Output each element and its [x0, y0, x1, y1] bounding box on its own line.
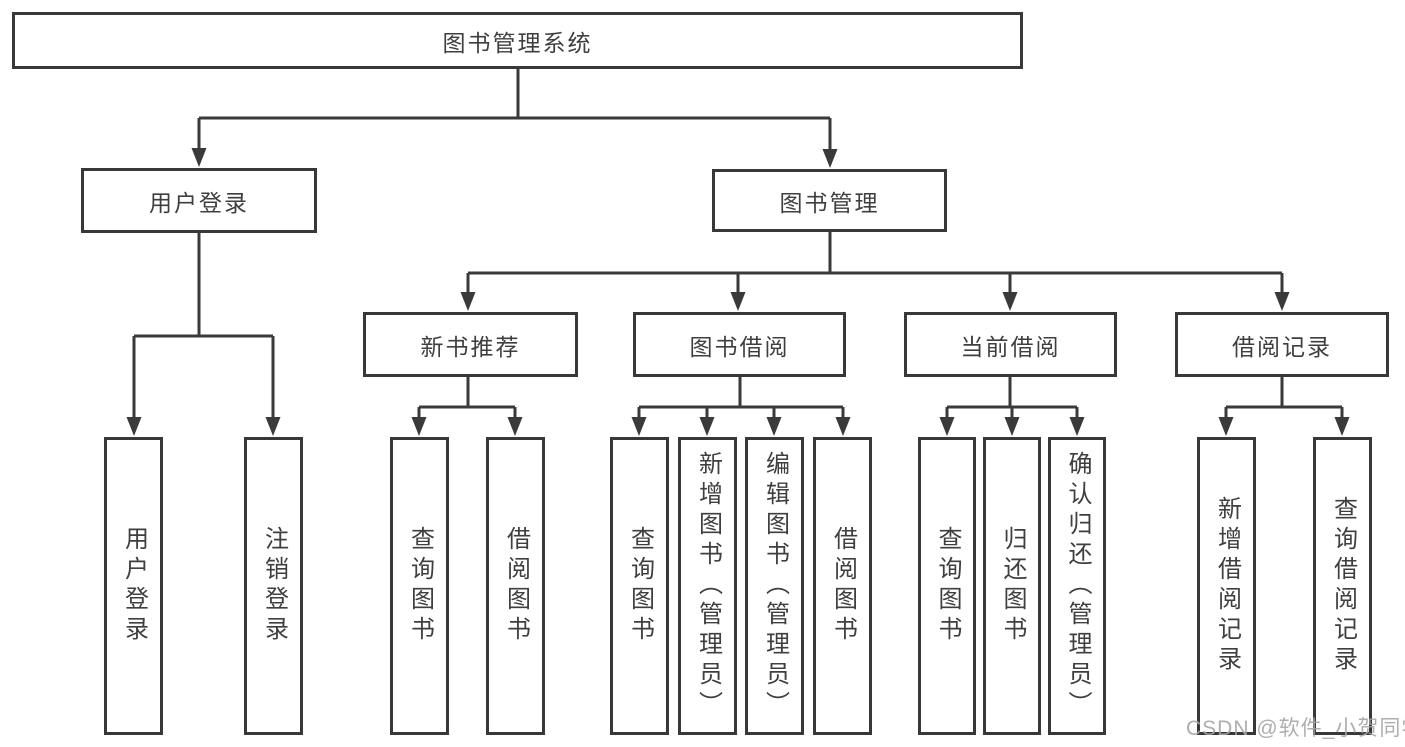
- node-book-borrowing: 图书借阅: [633, 312, 846, 377]
- leaf-label: 编辑图书（管理员）: [761, 451, 789, 721]
- leaf-borrow-books-borrowing: 借阅图书: [813, 437, 872, 735]
- leaf-label: 借阅图书: [502, 526, 530, 646]
- watermark-text: CSDN @软件_小贺同学: [1186, 717, 1405, 740]
- node-book-management: 图书管理: [712, 169, 947, 232]
- leaf-label: 查询借阅记录: [1329, 496, 1357, 676]
- leaf-return-book: 归还图书: [983, 437, 1041, 735]
- node-user-login: 用户登录: [81, 168, 317, 233]
- leaf-label: 新增借阅记录: [1213, 496, 1241, 676]
- leaf-label: 确认归还（管理员）: [1064, 451, 1091, 721]
- leaf-query-books-recommend: 查询图书: [390, 437, 449, 735]
- leaf-label: 查询图书: [626, 526, 654, 646]
- leaf-query-books-current: 查询图书: [918, 437, 976, 735]
- node-current-borrowing: 当前借阅: [904, 312, 1117, 377]
- leaf-label: 用户登录: [120, 526, 148, 646]
- leaf-label: 查询图书: [406, 526, 434, 646]
- leaf-label: 归还图书: [999, 526, 1026, 646]
- leaf-query-books-borrowing: 查询图书: [610, 437, 669, 735]
- node-new-book-recommendation: 新书推荐: [363, 312, 578, 377]
- leaf-user-login: 用户登录: [104, 437, 163, 735]
- leaf-label: 查询图书: [934, 526, 961, 646]
- leaf-add-book-admin: 新增图书（管理员）: [678, 437, 737, 735]
- leaf-borrow-books-recommend: 借阅图书: [486, 437, 545, 735]
- leaf-label: 新增图书（管理员）: [694, 451, 722, 721]
- node-borrowing-records: 借阅记录: [1175, 312, 1389, 377]
- leaf-logout: 注销登录: [244, 437, 303, 735]
- leaf-query-borrow-record: 查询借阅记录: [1313, 437, 1372, 735]
- leaf-label: 借阅图书: [829, 526, 857, 646]
- leaf-confirm-return-admin: 确认归还（管理员）: [1048, 437, 1106, 735]
- leaf-add-borrow-record: 新增借阅记录: [1197, 437, 1256, 735]
- node-library-management-system: 图书管理系统: [12, 12, 1023, 69]
- leaf-label: 注销登录: [260, 526, 288, 646]
- leaf-edit-book-admin: 编辑图书（管理员）: [745, 437, 804, 735]
